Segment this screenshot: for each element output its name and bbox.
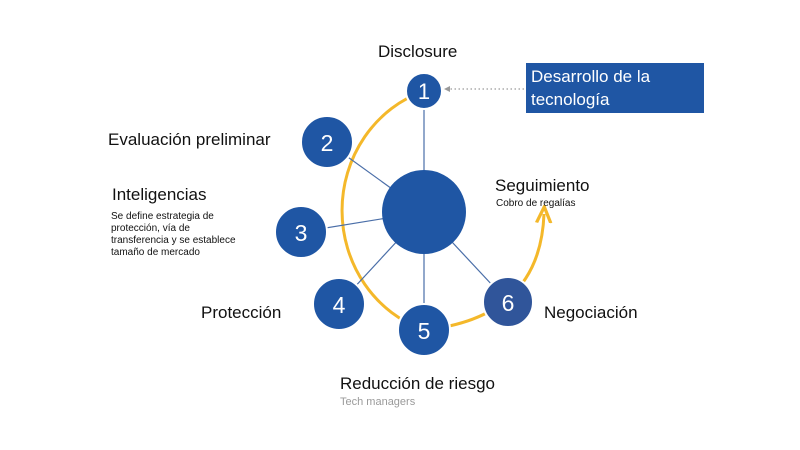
step-3-description-line: Se define estrategia de — [111, 211, 214, 222]
step-number-1: 1 — [418, 79, 430, 104]
step-6-title: Negociación — [544, 303, 638, 322]
step-1-title: Disclosure — [378, 42, 458, 61]
step-number-4: 4 — [333, 292, 346, 318]
step-number-3: 3 — [295, 220, 308, 246]
step-number-2: 2 — [321, 130, 334, 156]
step-node-3: 3 — [274, 205, 328, 259]
cycle-arc-left — [340, 89, 425, 332]
step-node-1: 1 — [405, 72, 443, 110]
final-step-title: Seguimiento — [495, 176, 590, 195]
step-number-5: 5 — [418, 318, 431, 344]
step-5-subtitle: Tech managers — [340, 396, 416, 408]
step-node-6: 6 — [482, 276, 534, 328]
step-2-title: Evaluación preliminar — [108, 130, 271, 149]
step-node-2: 2 — [300, 115, 354, 169]
callout-line: tecnología — [531, 90, 610, 109]
step-3-description-line: tamaño de mercado — [111, 247, 200, 258]
hub-circle — [382, 170, 466, 254]
step-3-description: Se define estrategia de protección, vía … — [111, 211, 236, 259]
step-3-description-line: protección, vía de — [111, 223, 190, 234]
step-3-description-line: transferencia y se establece — [111, 235, 236, 246]
step-3-title: Inteligencias — [112, 185, 207, 204]
step-number-6: 6 — [502, 290, 515, 316]
step-node-5: 5 — [397, 303, 451, 357]
step-node-4: 4 — [312, 277, 366, 331]
final-step-subtitle: Cobro de regalías — [496, 198, 576, 209]
technology-development-callout: Desarrollo de la tecnología — [526, 63, 704, 113]
callout-line: Desarrollo de la — [531, 67, 651, 86]
step-5-title: Reducción de riesgo — [340, 374, 495, 393]
step-4-title: Protección — [201, 303, 282, 322]
callout-connector-arrow-icon — [444, 86, 450, 92]
